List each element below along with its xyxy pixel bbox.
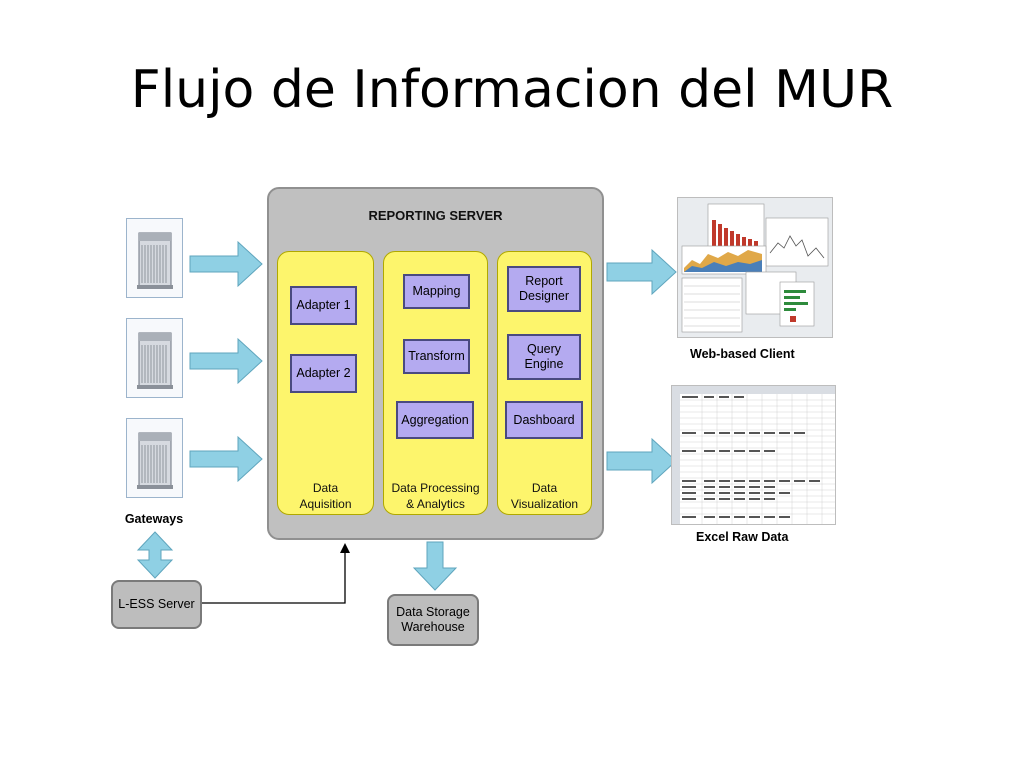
- dashboard-box: Dashboard: [505, 401, 583, 439]
- server-rack-icon: [137, 332, 173, 389]
- panel-data-visualization-label: Data Visualization: [497, 480, 592, 512]
- panel-label-line2: & Analytics: [406, 497, 465, 511]
- panel-data-processing-label: Data Processing & Analytics: [383, 480, 488, 512]
- less-server-box: L-ESS Server: [111, 580, 202, 629]
- panel-label-line1: Data: [312, 481, 339, 495]
- web-client-label: Web-based Client: [690, 347, 795, 361]
- storage-arrow: [412, 541, 458, 591]
- aggregation-box: Aggregation: [396, 401, 474, 439]
- gateway-2-arrow: [189, 337, 263, 385]
- gateway-device-1: [126, 218, 183, 298]
- excel-screenshot: [671, 385, 836, 525]
- gateway-device-3: [126, 418, 183, 498]
- less-server-arrowhead: [340, 543, 350, 553]
- gateway-1-arrow: [189, 240, 263, 288]
- storage-label-line1: Data Storage: [396, 605, 470, 619]
- reporting-server-title: REPORTING SERVER: [368, 208, 503, 223]
- panel-label-line1: Data Processing: [391, 481, 480, 495]
- server-rack-icon: [137, 232, 173, 289]
- web-client-screenshot: [677, 197, 833, 338]
- gateways-less-double-arrow: [136, 531, 174, 579]
- spreadsheet-icon: [672, 386, 835, 524]
- web-client-arrow: [606, 248, 677, 296]
- report-designer-box: Report Designer: [507, 266, 581, 312]
- panel-data-aquisition-label: Data Aquisition: [277, 480, 374, 512]
- panel-label-line2: Aquisition: [299, 497, 352, 511]
- adapter-2-box: Adapter 2: [290, 354, 357, 393]
- panel-label-line1: Data: [531, 481, 558, 495]
- gateway-device-2: [126, 318, 183, 398]
- page-title: Flujo de Informacion del MUR: [130, 60, 894, 120]
- dashboard-thumbnail-icon: [678, 198, 832, 337]
- gateway-3-arrow: [189, 435, 263, 483]
- query-engine-box: Query Engine: [507, 334, 581, 380]
- transform-box: Transform: [403, 339, 470, 374]
- excel-arrow: [606, 437, 677, 485]
- mapping-box: Mapping: [403, 274, 470, 309]
- excel-label: Excel Raw Data: [696, 530, 789, 544]
- data-storage-box: Data Storage Warehouse: [387, 594, 479, 646]
- adapter-1-box: Adapter 1: [290, 286, 357, 325]
- server-rack-icon: [137, 432, 173, 489]
- storage-label-line2: Warehouse: [401, 620, 465, 634]
- panel-label-line2: Visualization: [510, 497, 579, 511]
- less-server-connector: [202, 552, 346, 604]
- gateways-label: Gateways: [124, 512, 184, 526]
